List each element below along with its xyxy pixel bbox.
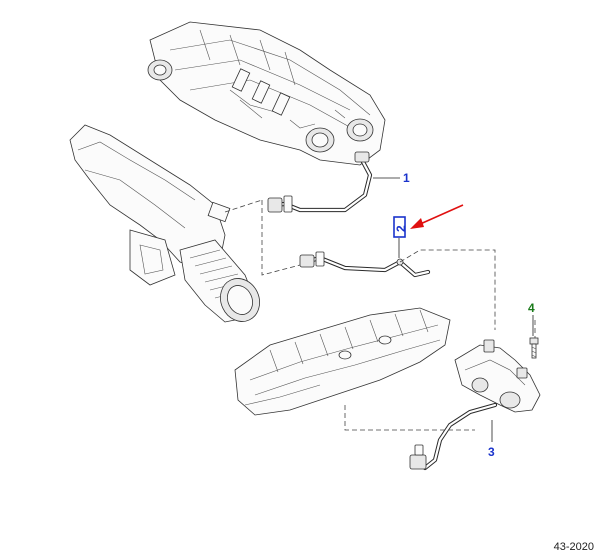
- bolt-4: [529, 337, 539, 359]
- hose-assembly-3: [409, 339, 541, 471]
- lower-manifold-casting: [234, 307, 451, 416]
- callout-4: 4: [528, 301, 535, 315]
- red-pointer-arrow-icon: [410, 204, 464, 229]
- callout-3: 3: [488, 445, 495, 459]
- diagram-reference-number: 43-2020: [553, 541, 594, 553]
- callout-2: 2: [394, 225, 408, 232]
- callout-2-highlight: [393, 216, 406, 238]
- hose-1: [267, 151, 373, 213]
- intake-manifold-upper: [147, 21, 386, 166]
- assembly-guide-lines: [224, 199, 536, 431]
- callout-1: 1: [403, 171, 410, 185]
- hose-2: [299, 251, 431, 278]
- leader-lines: [373, 177, 534, 442]
- air-intake-duct: [69, 124, 260, 323]
